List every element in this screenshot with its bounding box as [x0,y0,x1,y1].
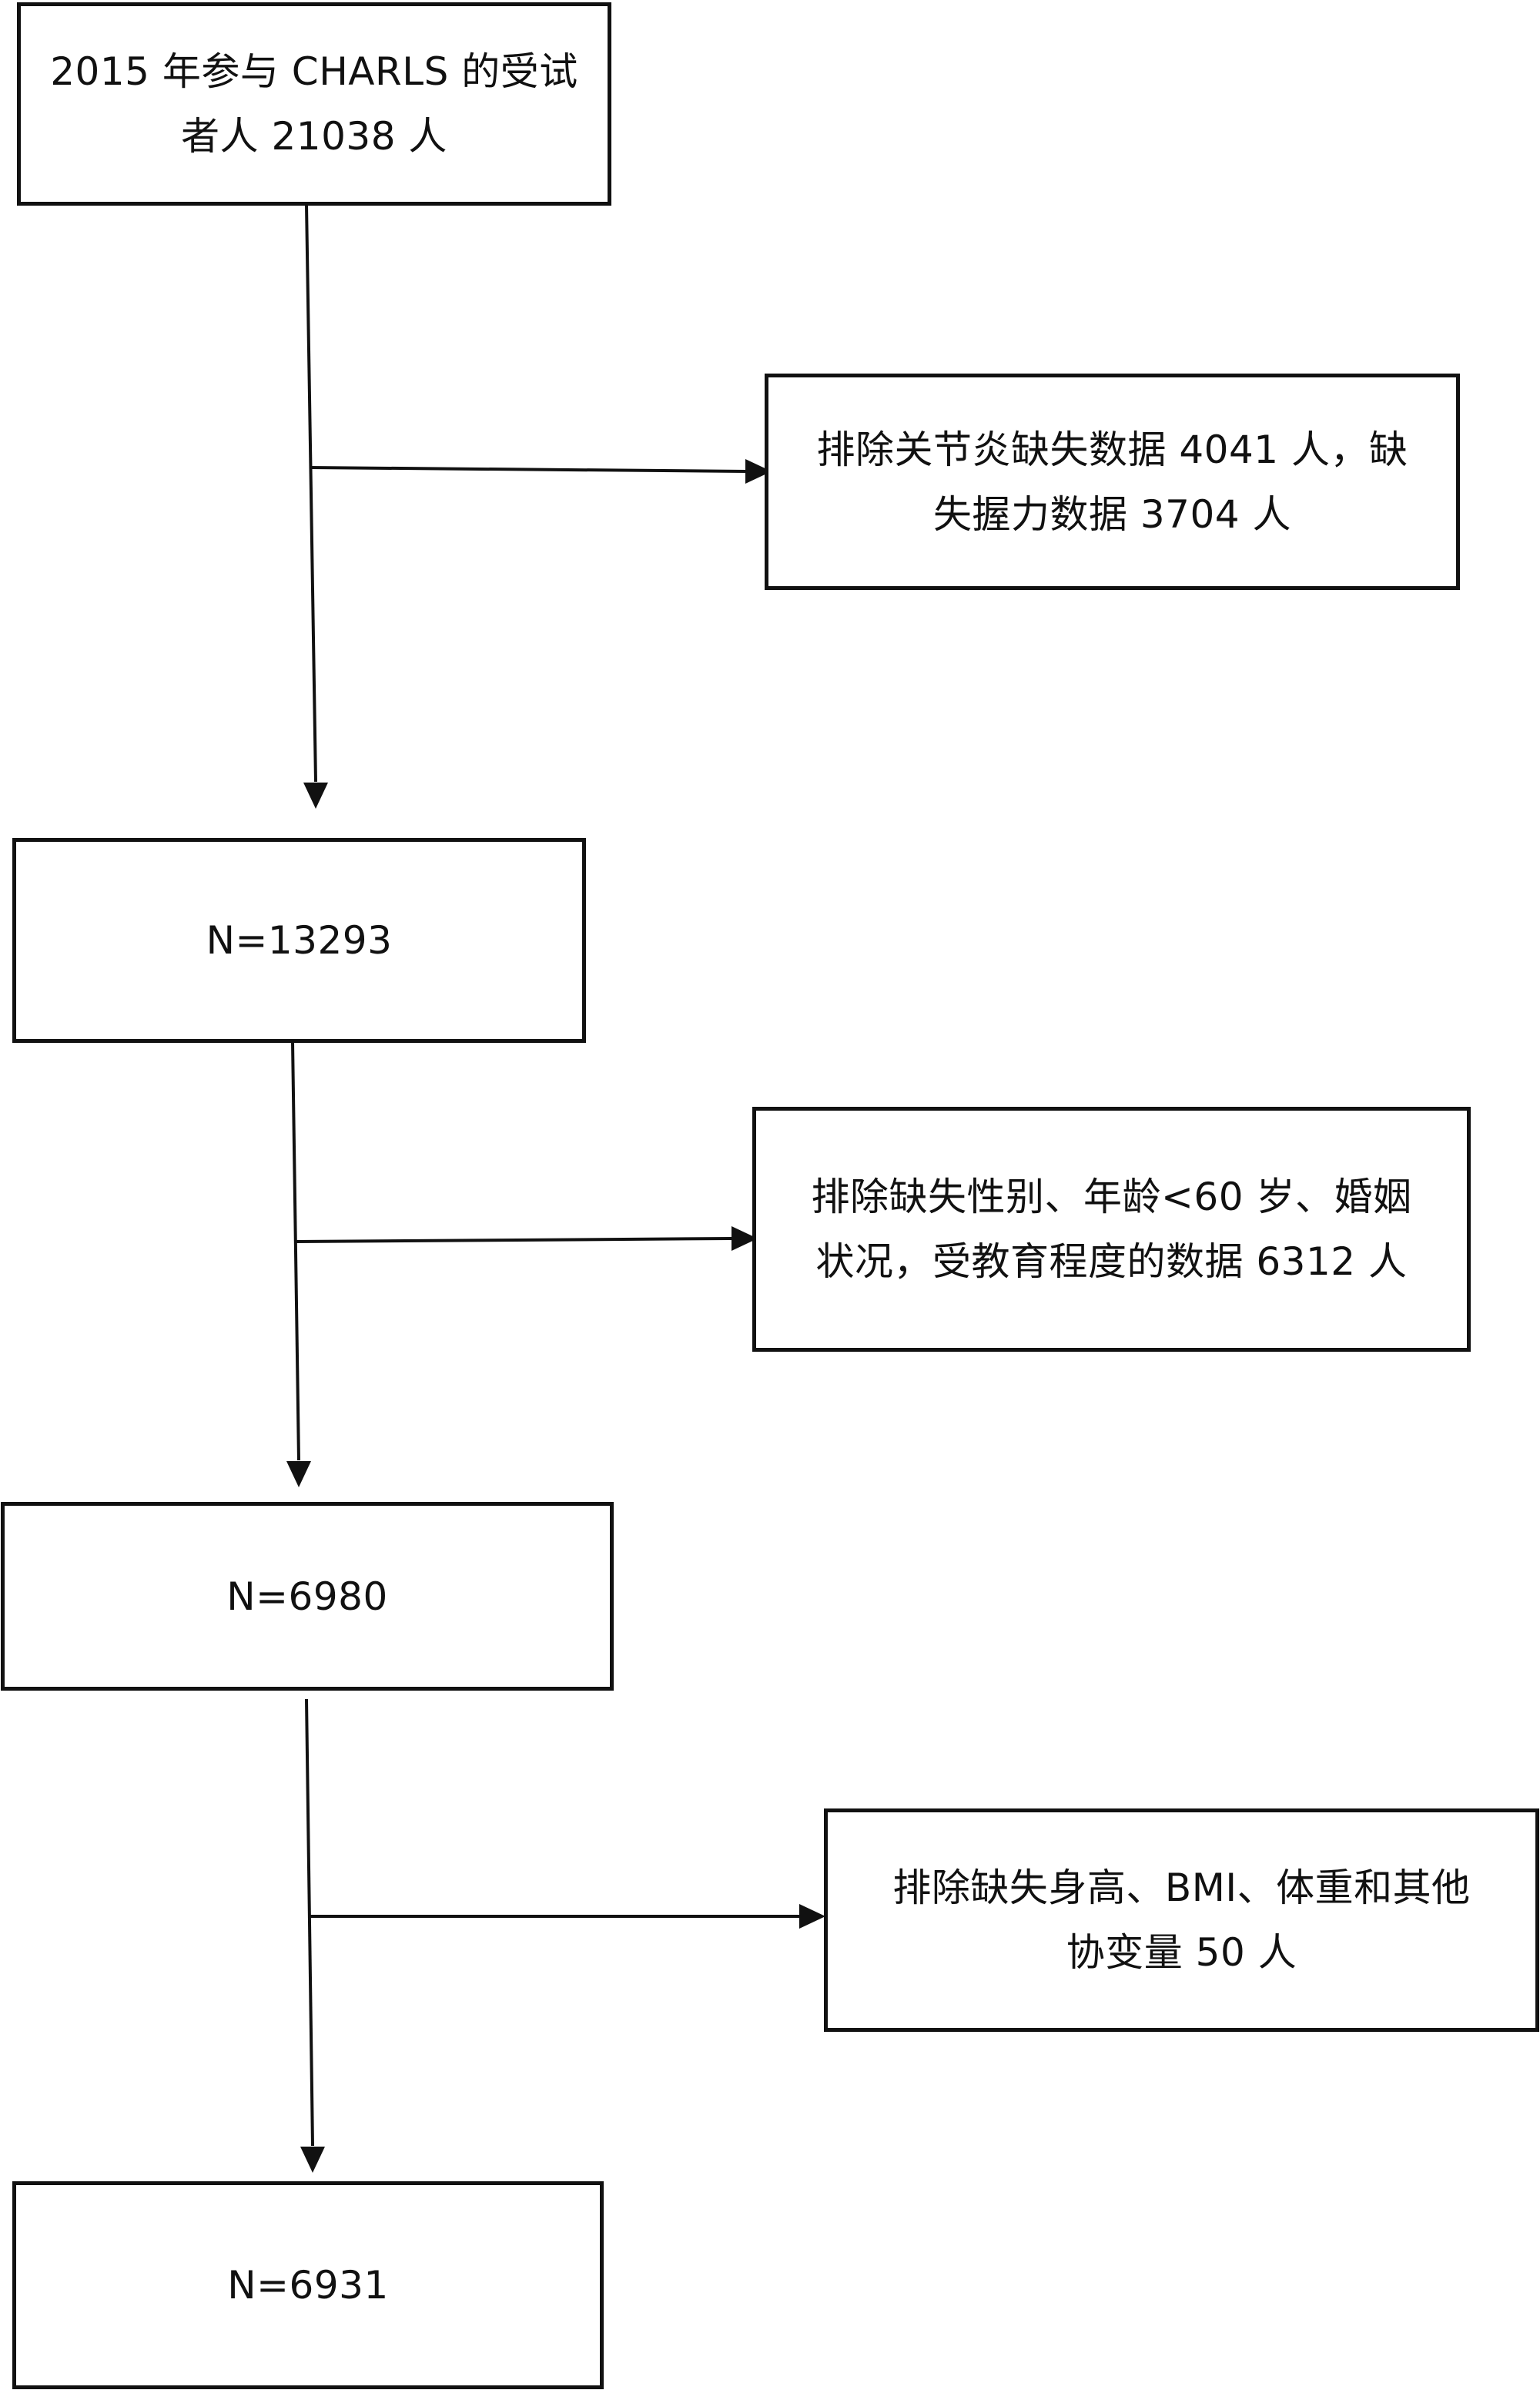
start-box: 2015 年参与 CHARLS 的受试 者人 21038 人 [17,2,611,206]
exclusion-box-1: 排除关节炎缺失数据 4041 人，缺 失握力数据 3704 人 [765,374,1460,590]
main-arrowhead-2 [286,1461,311,1487]
branch-arrow-1 [309,466,746,473]
step-box-1-text: N=13293 [206,918,393,963]
exclusion-box-1-text: 排除关节炎缺失数据 4041 人，缺 失握力数据 3704 人 [816,427,1408,537]
branch-arrow-2 [295,1237,732,1243]
exclusion-box-2: 排除缺失性别、年龄<60 岁、婚姻 状况，受教育程度的数据 6312 人 [752,1107,1471,1352]
branch-arrowhead-3 [799,1904,825,1929]
exclusion-box-3: 排除缺失身高、BMI、体重和其他 协变量 50 人 [824,1808,1539,2032]
step-box-1: N=13293 [12,838,586,1043]
branch-arrowhead-1 [745,459,772,484]
main-arrow-3 [305,1698,314,2147]
main-arrowhead-1 [303,783,328,809]
main-arrow-1 [305,204,317,783]
branch-arrowhead-2 [732,1226,758,1251]
final-box: N=6931 [12,2181,604,2389]
final-box-text: N=6931 [227,2263,389,2308]
step-box-2: N=6980 [1,1502,614,1691]
main-arrow-2 [291,1041,300,1461]
start-box-text: 2015 年参与 CHARLS 的受试 者人 21038 人 [50,49,578,159]
step-box-2-text: N=6980 [226,1574,388,1619]
exclusion-box-3-text: 排除缺失身高、BMI、体重和其他 协变量 50 人 [892,1865,1471,1975]
main-arrowhead-3 [300,2147,325,2173]
exclusion-box-2-text: 排除缺失性别、年龄<60 岁、婚姻 状况，受教育程度的数据 6312 人 [811,1175,1412,1284]
